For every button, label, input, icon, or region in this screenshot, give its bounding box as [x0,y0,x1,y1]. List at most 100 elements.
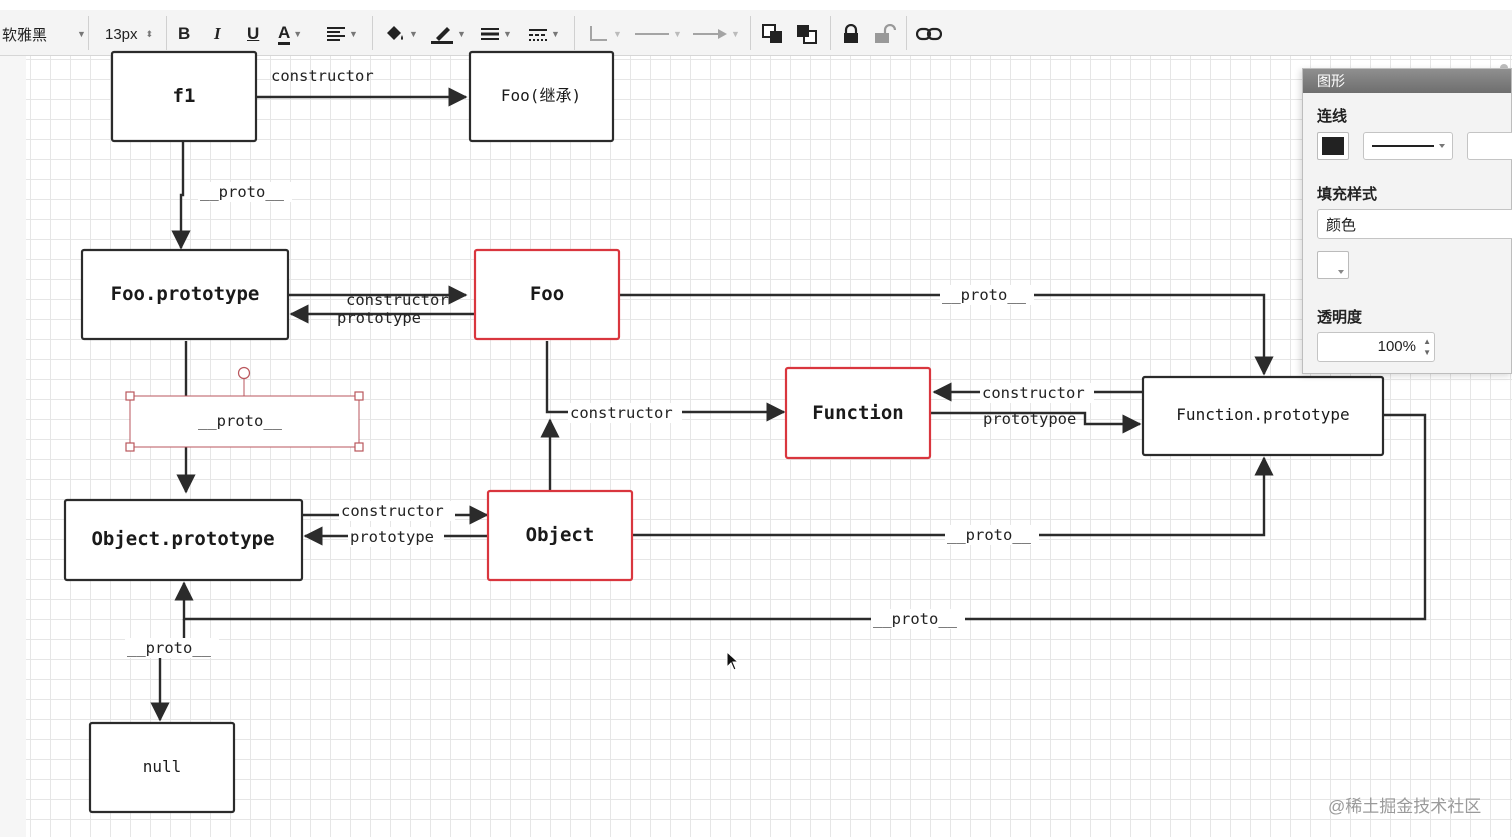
opacity-stepper[interactable]: 100% ▲▼ [1317,332,1435,362]
node-object-shape[interactable] [486,489,634,582]
label-fooproto-constructor[interactable]: constructor [346,291,449,309]
align-button[interactable]: ▼ [326,22,358,46]
font-color-button[interactable]: A ▼ [278,22,302,46]
line-weight-icon [481,28,499,40]
chevron-down-icon: ▼ [293,29,303,39]
label-function-prototypoe[interactable]: prototypoe [983,410,1076,428]
italic-button[interactable]: I [214,24,221,43]
send-to-back-button[interactable] [796,22,818,46]
edge-labels: constructor __proto__ constructor protot… [125,67,1094,658]
connector-type-button[interactable]: ▼ [588,22,622,46]
chevron-down-icon: ▼ [731,29,740,39]
edge-f1-proto[interactable] [171,142,191,250]
bring-to-front-button[interactable] [762,22,784,46]
selected-text-bg [130,396,359,447]
stepper-arrows-icon[interactable]: ⬍ [145,28,154,39]
font-size-value: 13px [105,25,138,43]
line-style-button[interactable]: ▼ [528,22,560,46]
font-color-icon: A [278,23,291,45]
line-width-button[interactable]: ▼ [480,22,512,46]
line-color-button[interactable]: ▼ [430,22,466,46]
stepper-arrows-icon[interactable]: ▲▼ [1423,337,1431,357]
label-objproto-proto[interactable]: __proto__ [127,639,212,657]
link-button[interactable] [916,22,942,46]
underline-button[interactable]: U [247,24,260,43]
node-function[interactable]: Function [784,366,932,460]
line-width-field[interactable] [1467,132,1512,160]
fill-color-swatch[interactable] [1317,251,1349,279]
node-null-label: null [143,757,182,776]
node-object-prototype-shape[interactable] [63,498,304,582]
rotate-handle[interactable] [237,366,251,380]
label-bg [198,182,292,202]
node-foo[interactable]: Foo [473,248,621,341]
label-foo-proto[interactable]: __proto__ [942,286,1027,304]
font-family-select[interactable]: 软雅黑 ▼ [2,22,86,46]
fill-style-heading: 填充样式 [1317,186,1378,203]
fill-color-button[interactable]: ▼ [384,22,418,46]
panel-title[interactable]: 图形 [1303,69,1511,93]
node-function-prototype-label: Function.prototype [1176,405,1349,424]
line-heading: 连线 [1317,108,1348,125]
node-function-prototype[interactable]: Function.prototype [1141,375,1385,457]
chevron-down-icon: ▼ [613,29,622,39]
node-f1-shape[interactable] [110,50,258,143]
line-color-swatch[interactable] [1317,132,1349,160]
elbow-connector-icon [590,26,607,41]
lock-icon [844,24,858,43]
node-null-shape[interactable] [88,721,236,814]
node-function-shape[interactable] [784,366,932,460]
node-foo-shape[interactable] [473,248,621,341]
send-back-icon [797,25,817,44]
label-object-proto[interactable]: __proto__ [947,526,1032,544]
label-fnproto-proto[interactable]: __proto__ [873,610,958,628]
unlock-button[interactable] [874,22,896,46]
resize-handle-sw[interactable] [125,442,135,452]
line-style-select[interactable] [1363,132,1453,160]
line-style-preview-icon [1372,144,1445,148]
node-null[interactable]: null [88,721,236,814]
node-f1[interactable]: f1 [110,50,258,143]
node-foo-inherit-shape[interactable] [468,50,615,143]
lock-button[interactable] [842,22,860,46]
label-fnproto-constructor[interactable]: constructor [982,384,1085,402]
label-foo-prototype[interactable]: prototype [337,309,421,327]
line-end-button[interactable]: ▼ [692,22,740,46]
edge-object-proto-fnproto[interactable] [632,456,1274,537]
node-foo-inherit[interactable]: Foo(继承) [468,50,615,143]
label-object-prototype[interactable]: prototype [350,528,434,546]
resize-handle-se[interactable] [354,442,364,452]
opacity-value: 100% [1377,338,1416,355]
bold-button[interactable]: B [178,24,191,43]
font-size-stepper[interactable]: 13px ⬍ [105,22,153,46]
node-function-prototype-shape[interactable] [1141,375,1385,457]
shape-style-panel: 图形 连线 填充样式 颜色 透明度 100% ▲▼ [1302,68,1512,374]
edge-objproto-proto-null[interactable] [150,619,186,722]
resize-handle-nw[interactable] [125,391,135,401]
toolbar: 软雅黑 ▼ 13px ⬍ B I U A ▼ ▼ ▼ ▼ ▼ [0,0,1512,56]
edge-foo-proto-fnproto[interactable] [619,293,1274,376]
node-foo-prototype[interactable]: Foo.prototype [80,248,290,341]
line-start-button[interactable]: ▼ [634,22,682,46]
fill-type-select[interactable]: 颜色 [1317,209,1512,239]
node-object-prototype[interactable]: Object.prototype [63,498,304,582]
toolbar-divider [166,16,167,50]
label-bg [125,638,219,658]
label-f1-constructor[interactable]: constructor [271,67,374,85]
pen-icon [431,27,453,44]
label-objproto-constructor[interactable]: constructor [341,502,444,520]
node-foo-prototype-shape[interactable] [80,248,290,341]
label-foo-constructor[interactable]: constructor [570,404,673,422]
selected-text-box[interactable]: __proto__ [125,366,364,452]
edge-function-prototypoe[interactable] [930,411,1142,434]
plain-line-icon [635,33,669,35]
edge-fnproto-proto-objproto[interactable] [174,413,1427,621]
node-object[interactable]: Object [486,489,634,582]
edge-foo-constructor-function[interactable] [545,341,786,422]
label-f1-proto[interactable]: __proto__ [200,183,285,201]
label-selected-proto[interactable]: __proto__ [198,412,283,430]
label-bg [339,501,455,521]
resize-handle-ne[interactable] [354,391,364,401]
mouse-pointer-icon [726,651,740,671]
